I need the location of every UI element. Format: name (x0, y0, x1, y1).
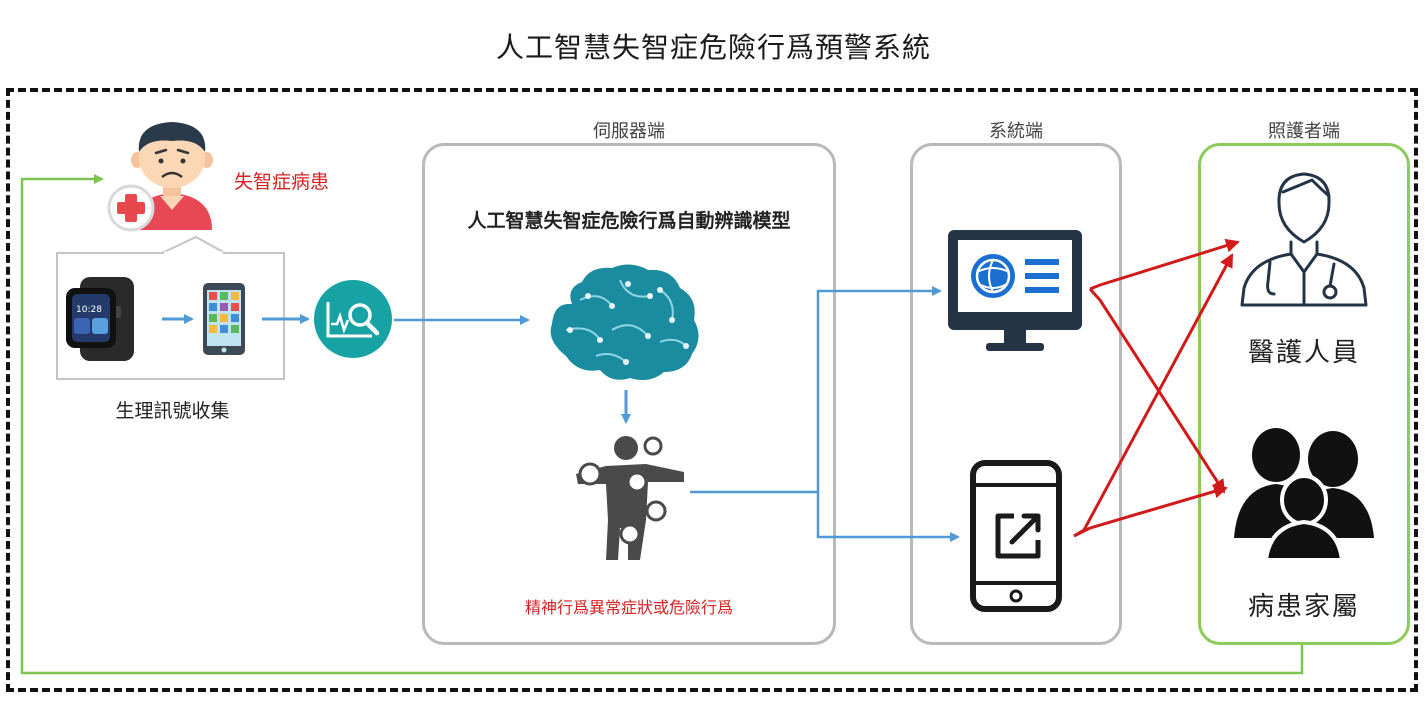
output-label: 精神行爲異常症狀或危險行爲 (524, 598, 733, 617)
feedback-loop-line (20, 174, 1304, 675)
system-boundary-frame (6, 88, 1418, 692)
system-section-label: 系統端 (989, 121, 1043, 142)
smartphone-app-icon (203, 283, 245, 355)
signal-analysis-icon (314, 280, 392, 358)
svg-text:10:28: 10:28 (76, 305, 102, 315)
monitor-icon (948, 230, 1082, 351)
medical-cross-icon (107, 184, 155, 232)
collection-label: 生理訊號收集 (115, 400, 230, 422)
smartwatch-icon: 10:28 (66, 277, 134, 361)
family-group-icon (1234, 428, 1374, 562)
flow-arrows-blue (162, 286, 960, 542)
server-section-label: 伺服器端 (593, 121, 665, 142)
diagram-title: 人工智慧失智症危險行爲預警系統 (495, 31, 931, 64)
notification-arrows-red (1073, 238, 1240, 538)
ai-brain-icon (550, 264, 699, 380)
caregiver-panel (1198, 143, 1410, 645)
callout-pointer (161, 235, 226, 255)
system-panel (910, 143, 1122, 645)
caregiver-section-label: 照護者端 (1268, 121, 1340, 142)
mobile-share-icon (970, 460, 1062, 612)
body-motion-icon (576, 436, 684, 560)
patient-label: 失智症病患 (234, 171, 330, 193)
doctor-icon (1240, 172, 1368, 307)
medical-staff-label: 醫護人員 (1247, 338, 1360, 368)
family-label: 病患家屬 (1247, 592, 1360, 622)
server-panel (422, 143, 836, 645)
model-title: 人工智慧失智症危險行爲自動辨識模型 (467, 210, 791, 232)
